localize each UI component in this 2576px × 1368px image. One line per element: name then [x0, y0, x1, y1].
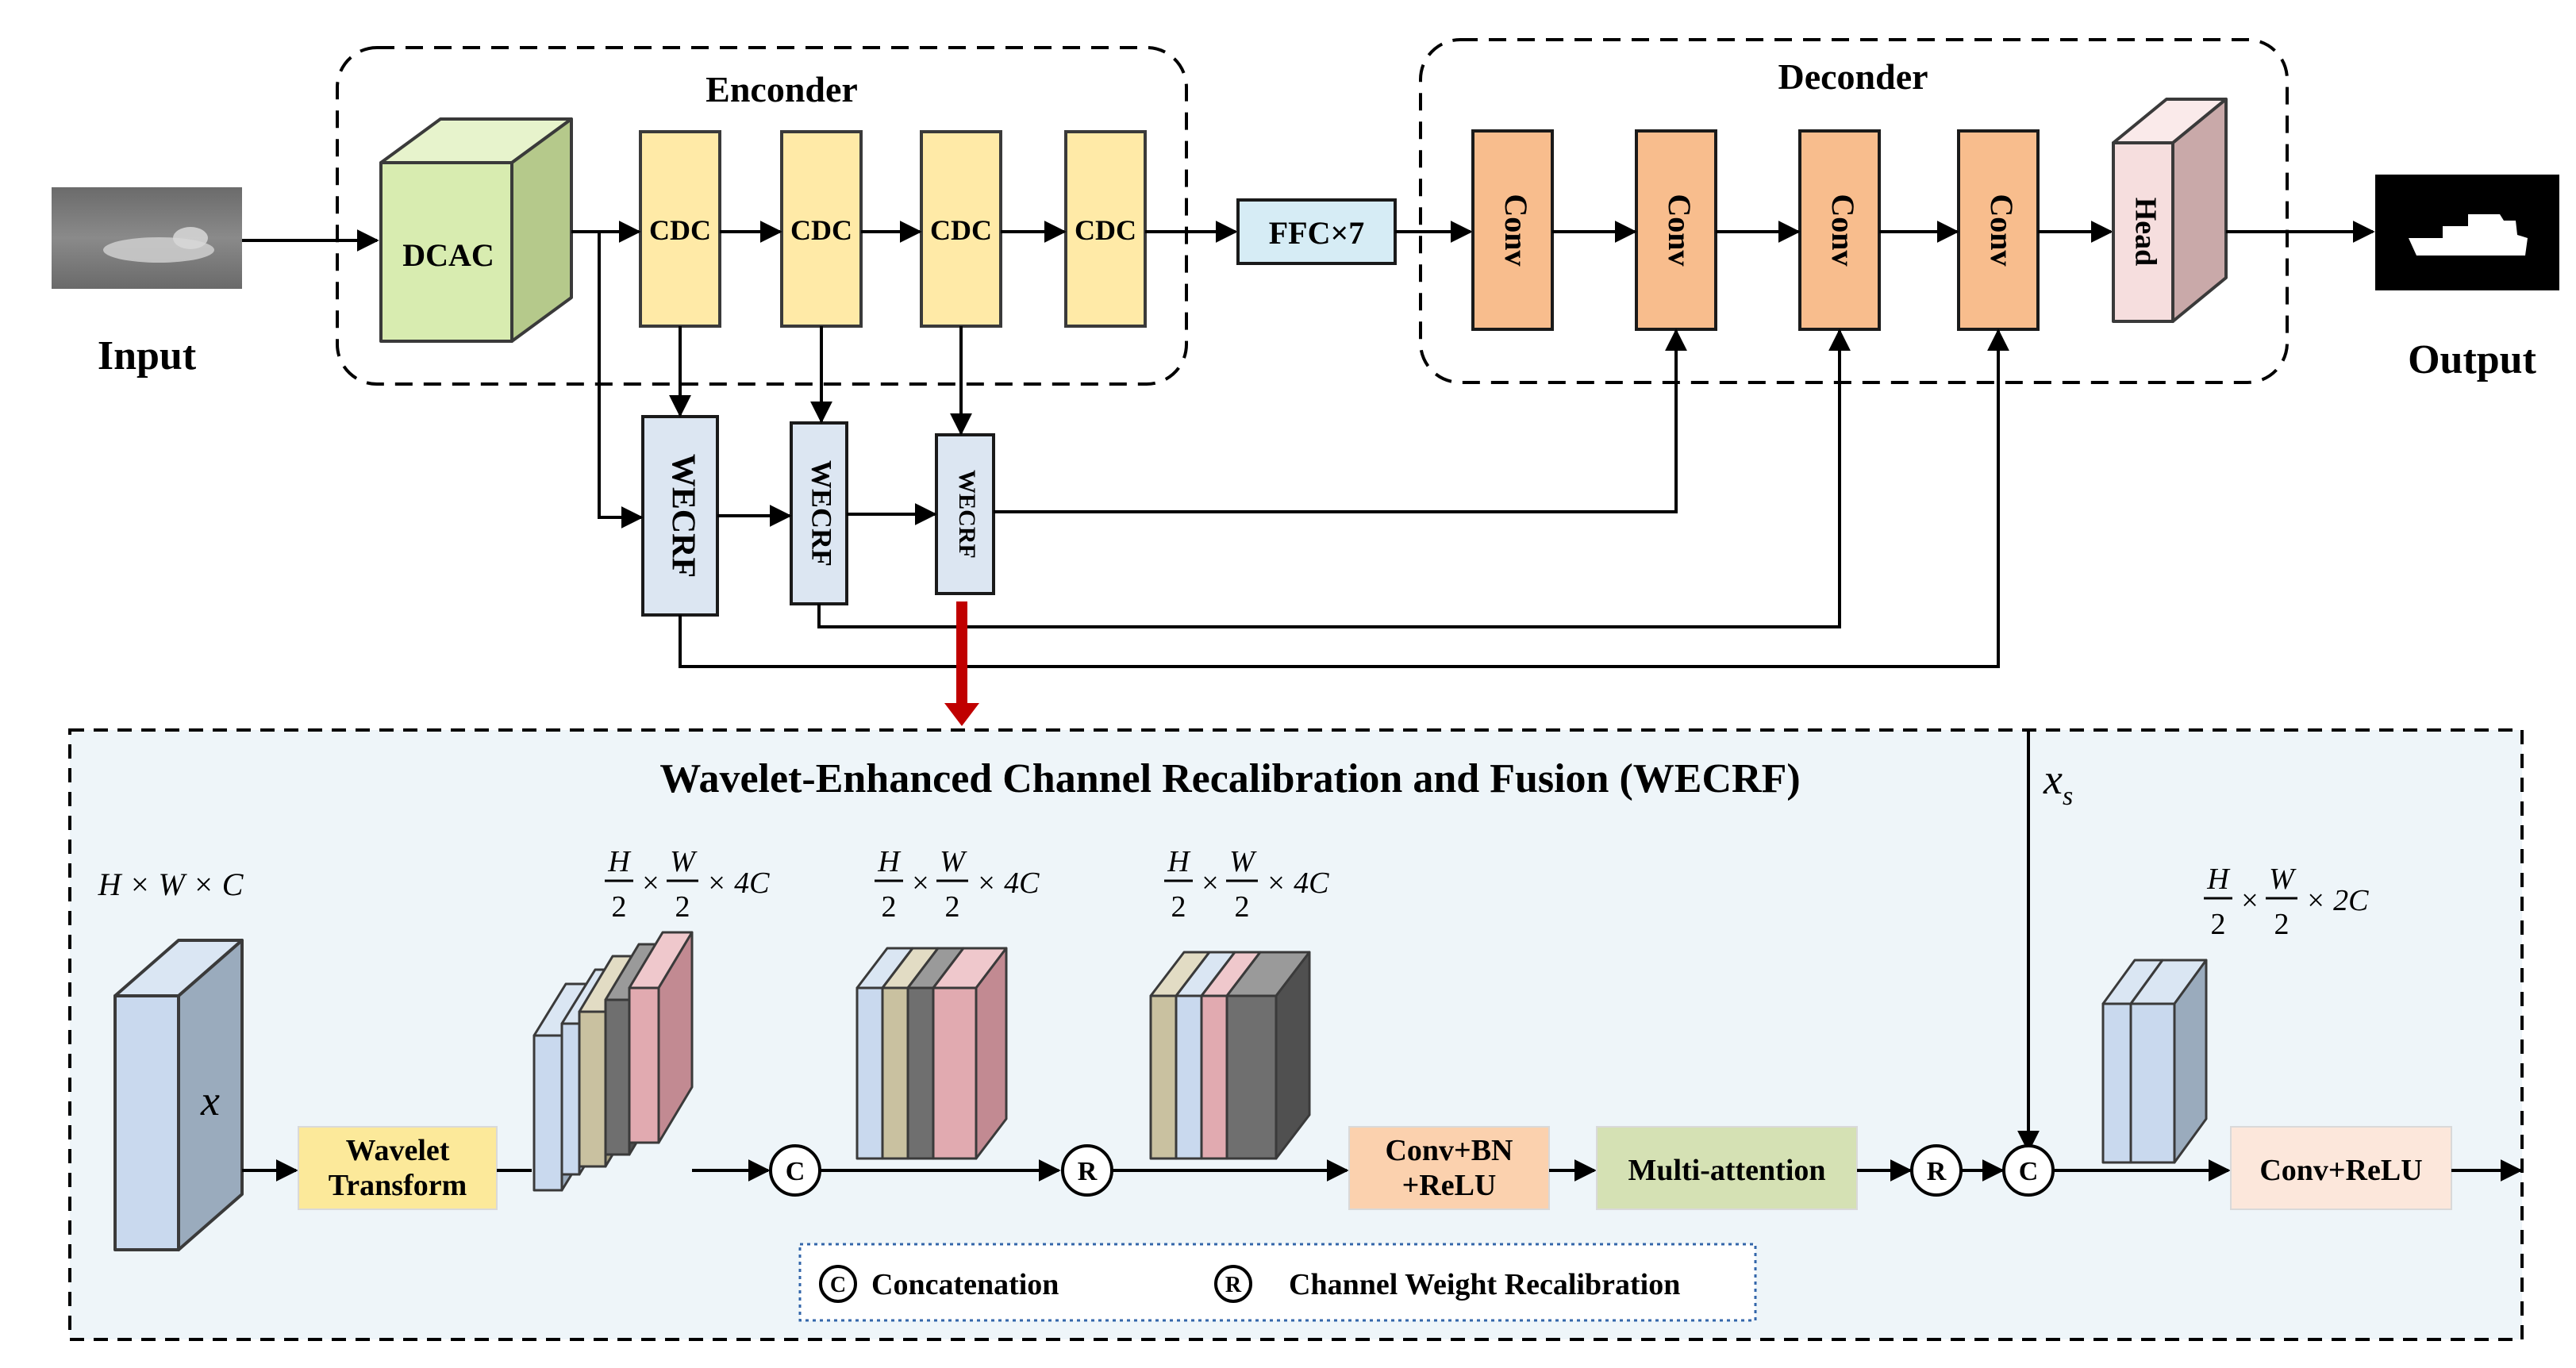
input-tensor [113, 939, 244, 1251]
input-dim-label: H × W × C [98, 867, 244, 902]
svg-text:× 4C: × 4C [706, 867, 770, 900]
svg-text:W: W [2269, 863, 2297, 896]
legend-recal-label: Channel Weight Recalibration [1289, 1268, 1680, 1301]
svg-text:2: 2 [675, 890, 690, 924]
conv-label-4: Conv [1984, 194, 2020, 266]
input-label: Input [98, 333, 197, 379]
red-expand-arrow [944, 601, 979, 726]
dcac-label: DCAC [402, 237, 494, 273]
svg-text:× 4C: × 4C [976, 867, 1040, 900]
head-block [2112, 98, 2228, 323]
wecrf-label-3: WECRF [954, 470, 980, 559]
recal-symbol-2: R [1927, 1157, 1947, 1186]
svg-text:2: 2 [1171, 890, 1186, 924]
feature-stack-3 [1149, 951, 1311, 1160]
feature-stack-4 [2101, 959, 2208, 1164]
legend-recal-symbol: R [1225, 1273, 1242, 1297]
legend-concat-label: Concatenation [871, 1268, 1059, 1301]
multi-attention-box [1596, 1126, 1858, 1210]
svg-text:H: H [877, 845, 902, 878]
cdc-label-4: CDC [1075, 214, 1136, 246]
svg-text:H: H [2206, 863, 2231, 896]
decoder-title: Deconder [1778, 56, 1928, 97]
cdc-block-3 [920, 130, 1002, 328]
input-x-label: x [200, 1077, 220, 1124]
svg-text:2: 2 [2211, 908, 2226, 941]
svg-text:W: W [670, 845, 698, 878]
multi-attention-label: Multi-attention [1628, 1154, 1825, 1187]
legend-concat-symbol: C [830, 1273, 846, 1297]
cdc-label-3: CDC [930, 214, 992, 246]
cdc-label-2: CDC [790, 214, 852, 246]
svg-text:W: W [1229, 845, 1257, 878]
legend: C Concatenation R Channel Weight Recalib… [798, 1243, 1757, 1322]
legend-recal-icon [1214, 1265, 1252, 1303]
conv-block-2 [1635, 129, 1717, 331]
wecrf-blocks: WECRF WECRF WECRF [641, 415, 995, 617]
recal-symbol-1: R [1078, 1157, 1098, 1186]
stack-4-dim-label: H 2 × W 2 × 2C [2204, 863, 2369, 941]
encoder-title: Enconder [706, 69, 858, 110]
svg-text:×: × [2241, 884, 2258, 917]
wavelet-label-line1: Wavelet [346, 1134, 450, 1167]
conv-label-3: Conv [1825, 194, 1861, 266]
svg-text:H: H [607, 845, 632, 878]
concat-symbol-2: C [2019, 1157, 2039, 1186]
stack-1-dim-label: H 2 × W 2 × 4C [605, 845, 770, 924]
svg-text:H: H [1167, 845, 1191, 878]
ffc-label: FFC×7 [1269, 215, 1365, 251]
skip-connections [571, 230, 2009, 668]
svg-text:2: 2 [882, 890, 897, 924]
wavelet-transform-box [298, 1126, 498, 1210]
svg-text:× 4C: × 4C [1266, 867, 1329, 900]
svg-text:W: W [940, 845, 967, 878]
decoder-region [1419, 38, 2289, 384]
convbn-label-line1: Conv+BN [1385, 1134, 1513, 1167]
svg-text:2: 2 [2274, 908, 2290, 941]
svg-text:2: 2 [945, 890, 960, 924]
legend-box [798, 1243, 1757, 1322]
legend-concat-icon [819, 1265, 857, 1303]
svg-text:× 2C: × 2C [2305, 884, 2369, 917]
xs-label: xs [2043, 755, 2073, 811]
conv-bn-relu-box [1348, 1126, 1550, 1210]
wecrf-detail-panel: Wavelet-Enhanced Channel Recalibration a… [68, 728, 2524, 1341]
conv-relu-label: Conv+ReLU [2259, 1154, 2422, 1187]
input-image [52, 187, 242, 289]
svg-text:2: 2 [612, 890, 627, 924]
cdc-block-1 [639, 130, 721, 328]
svg-text:2: 2 [1235, 890, 1250, 924]
encoder-region [336, 46, 1188, 386]
wecrf-panel-title: Wavelet-Enhanced Channel Recalibration a… [659, 756, 1800, 801]
svg-text:×: × [912, 867, 929, 900]
output-image [2375, 175, 2559, 290]
head-label: Head [2128, 198, 2162, 267]
feature-stack-2 [855, 947, 1008, 1160]
wecrf-label-1: WECRF [664, 454, 701, 578]
concat-symbol-1: C [786, 1157, 805, 1186]
cdc-label-1: CDC [649, 214, 711, 246]
cdc-blocks: CDC CDC CDC CDC [639, 130, 1147, 328]
conv-label-1: Conv [1498, 194, 1534, 266]
stack-2-dim-label: H 2 × W 2 × 4C [875, 845, 1040, 924]
dcac-block [379, 117, 573, 343]
wavelet-label-line2: Transform [329, 1169, 467, 1202]
conv-relu-box [2230, 1126, 2452, 1210]
top-pipeline: Enconder Deconder Input DCAC CDC CDC CDC [52, 38, 2559, 726]
wecrf-label-2: WECRF [806, 460, 838, 567]
svg-text:×: × [1201, 867, 1218, 900]
feature-stack-1 [533, 931, 694, 1192]
output-label: Output [2408, 337, 2537, 382]
convbn-label-line2: +ReLU [1402, 1169, 1497, 1202]
stack-3-dim-label: H 2 × W 2 × 4C [1164, 845, 1329, 924]
svg-text:×: × [642, 867, 659, 900]
cdc-block-4 [1064, 130, 1147, 328]
conv-label-2: Conv [1662, 194, 1697, 266]
